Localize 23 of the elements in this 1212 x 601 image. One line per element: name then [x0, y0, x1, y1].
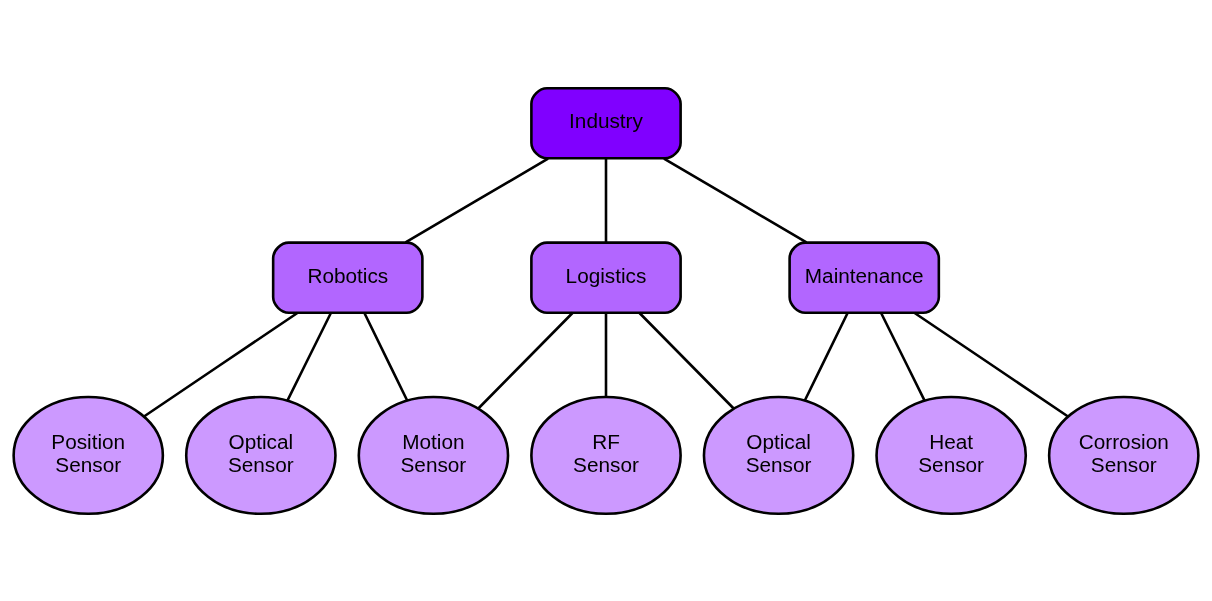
connector: [286, 311, 333, 401]
connector: [879, 311, 926, 401]
node-ellipse: RF Sensor: [530, 395, 682, 515]
connector: [143, 311, 299, 418]
node-box: Robotics: [271, 240, 424, 314]
connector: [604, 312, 608, 397]
connector: [663, 156, 808, 243]
connector: [913, 311, 1069, 418]
connector: [363, 311, 409, 401]
connector: [638, 311, 735, 409]
connector: [803, 311, 849, 401]
node-ellipse: Corrosion Sensor: [1047, 395, 1200, 515]
node-ellipse: Motion Sensor: [357, 395, 510, 515]
node-ellipse: Heat Sensor: [875, 395, 1028, 515]
connector: [477, 311, 574, 409]
node-ellipse: Position Sensor: [12, 395, 165, 515]
node-ellipse: Optical Sensor: [184, 395, 337, 515]
node-box: Maintenance: [788, 240, 941, 314]
node-box: Logistics: [530, 240, 682, 314]
node-box: Industry: [530, 86, 682, 160]
node-ellipse: Optical Sensor: [702, 395, 855, 515]
connector: [604, 158, 608, 242]
connector: [404, 156, 549, 243]
